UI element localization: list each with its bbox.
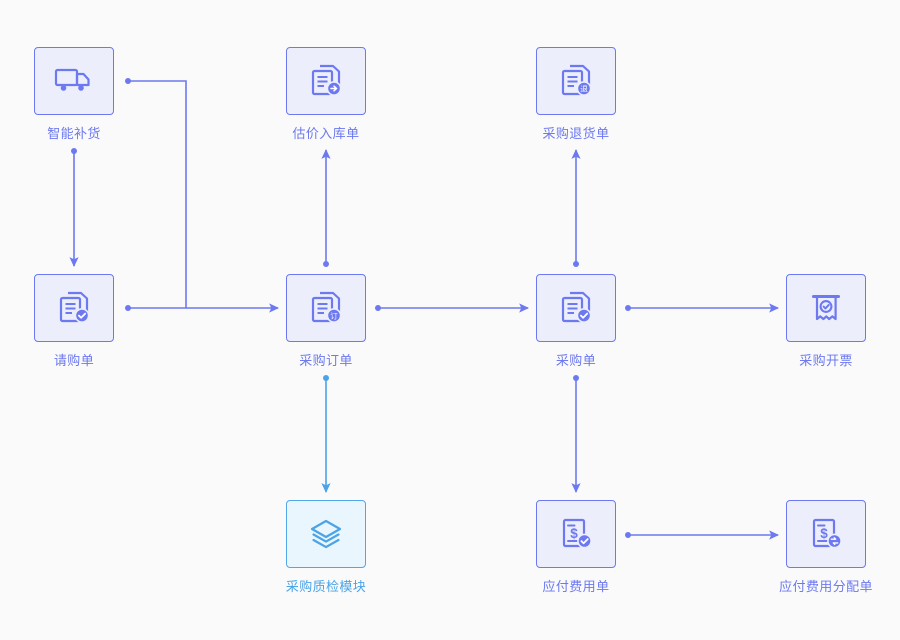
node-purchase-qc-module[interactable]: 采购质检模块 xyxy=(286,500,366,595)
node-purchase-qc-module-label: 采购质检模块 xyxy=(285,579,367,594)
layers-icon xyxy=(306,516,346,552)
node-requisition-order[interactable]: 请购单 xyxy=(34,274,114,369)
document-order-icon: 订 xyxy=(307,289,345,327)
svg-text:订: 订 xyxy=(330,310,338,320)
node-purchase-order[interactable]: 订 采购订单 xyxy=(286,274,366,369)
node-purchase-receipt-box[interactable] xyxy=(536,274,616,342)
node-purchase-invoicing[interactable]: 采购开票 xyxy=(786,274,866,369)
document-return-icon: 退 xyxy=(557,62,595,100)
node-purchase-order-label: 采购订单 xyxy=(299,353,353,368)
edge-purchase-order-to-purchase-receipt xyxy=(375,303,530,313)
node-purchase-return-order-box[interactable]: 退 xyxy=(536,47,616,115)
edge-smart-replenishment-to-requisition-order xyxy=(69,148,79,268)
svg-text:$: $ xyxy=(820,526,828,541)
node-estimated-inbound-order-box[interactable] xyxy=(286,47,366,115)
money-allocate-icon: $ xyxy=(807,515,845,553)
node-estimated-inbound-order[interactable]: 估价入库单 xyxy=(286,47,366,142)
node-smart-replenishment[interactable]: 智能补货 xyxy=(34,47,114,142)
edge-purchase-receipt-to-purchase-invoicing xyxy=(625,303,780,313)
invoice-check-icon xyxy=(807,289,845,327)
node-purchase-qc-module-box[interactable] xyxy=(286,500,366,568)
node-purchase-return-order[interactable]: 退 采购退货单 xyxy=(536,47,616,142)
edge-purchase-receipt-to-payable-expense-order xyxy=(571,375,581,494)
node-payable-expense-allocation[interactable]: $ 应付费用分配单 xyxy=(779,500,873,595)
node-payable-expense-order-label: 应付费用单 xyxy=(542,579,610,594)
node-estimated-inbound-order-label: 估价入库单 xyxy=(292,126,360,141)
truck-icon xyxy=(54,65,94,97)
edge-purchase-order-to-purchase-qc-module xyxy=(321,375,331,494)
node-purchase-return-order-label: 采购退货单 xyxy=(542,126,610,141)
svg-text:$: $ xyxy=(570,526,578,541)
node-payable-expense-order-box[interactable]: $ xyxy=(536,500,616,568)
node-purchase-receipt-label: 采购单 xyxy=(555,353,597,368)
node-payable-expense-order[interactable]: $ 应付费用单 xyxy=(536,500,616,595)
node-purchase-receipt[interactable]: 采购单 xyxy=(536,274,616,369)
svg-text:退: 退 xyxy=(580,84,588,93)
edge-payable-expense-order-to-allocation xyxy=(625,530,780,540)
edge-smart-replenishment-to-purchase-order xyxy=(125,78,187,308)
edge-requisition-order-to-purchase-order xyxy=(125,303,280,313)
node-payable-expense-allocation-box[interactable]: $ xyxy=(786,500,866,568)
node-payable-expense-allocation-label: 应付费用分配单 xyxy=(779,579,873,594)
node-requisition-order-label: 请购单 xyxy=(53,353,95,368)
document-arrow-right-icon xyxy=(307,62,345,100)
edge-purchase-order-to-estimated-inbound-order xyxy=(321,148,331,267)
node-purchase-invoicing-label: 采购开票 xyxy=(799,353,853,368)
node-smart-replenishment-label: 智能补货 xyxy=(47,126,101,141)
node-smart-replenishment-box[interactable] xyxy=(34,47,114,115)
edge-purchase-receipt-to-purchase-return-order xyxy=(571,148,581,267)
node-purchase-invoicing-box[interactable] xyxy=(786,274,866,342)
node-purchase-order-box[interactable]: 订 xyxy=(286,274,366,342)
node-requisition-order-box[interactable] xyxy=(34,274,114,342)
document-check-icon xyxy=(557,289,595,327)
money-check-icon: $ xyxy=(557,515,595,553)
document-check-icon xyxy=(55,289,93,327)
